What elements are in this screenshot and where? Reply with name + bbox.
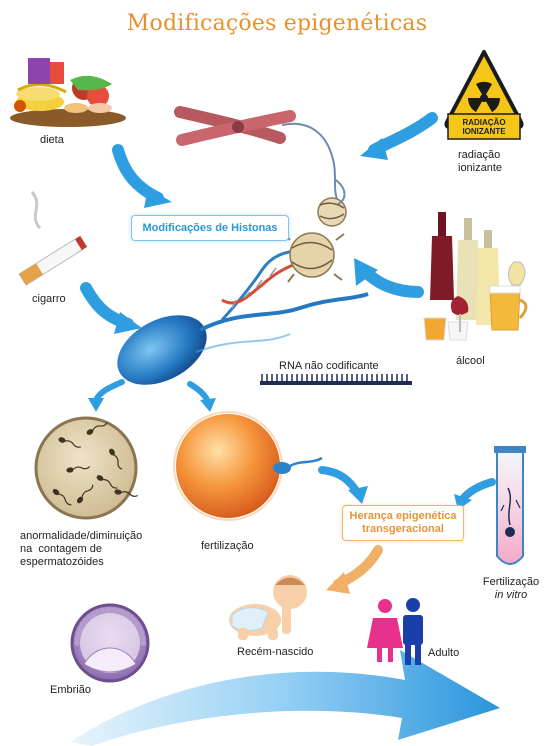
sperm-abnormality-line1: anormalidade/diminuição bbox=[20, 530, 143, 542]
transgenerational-inheritance-box: Herança epigenética transgeracional bbox=[342, 505, 464, 541]
embryo-label: Embrião bbox=[50, 684, 91, 696]
sperm-abnormality-line2: na contagem de bbox=[20, 543, 102, 555]
adult-figures-illustration bbox=[367, 598, 423, 665]
sperm-abnormality-label: anormalidade/diminuição na contagem de e… bbox=[20, 530, 142, 569]
baby-illustration bbox=[229, 575, 307, 640]
egg-cell-illustration bbox=[173, 411, 323, 521]
petri-dish-illustration bbox=[34, 416, 138, 520]
noncoding-rna-label: RNA não codificante bbox=[279, 360, 379, 372]
sperm-abnormality-line3: espermatozóides bbox=[20, 556, 104, 568]
radiation-label-line2: ionizante bbox=[458, 162, 503, 174]
radiation-sign-label: RADIAÇÃO IONIZANTE bbox=[449, 118, 519, 136]
central-sperm-illustration bbox=[117, 292, 369, 385]
chromosome-illustration bbox=[174, 106, 341, 206]
diet-label: dieta bbox=[40, 134, 64, 146]
alcohol-bottles-illustration bbox=[423, 212, 528, 341]
radiation-warning-sign bbox=[444, 50, 524, 140]
inheritance-line2: transgeracional bbox=[362, 523, 444, 535]
fertilization-label: fertilização bbox=[201, 540, 254, 552]
orange-arrow bbox=[326, 545, 383, 594]
ivf-label-line1: Fertilização bbox=[482, 576, 540, 588]
test-tube-illustration bbox=[494, 446, 526, 565]
ivf-label-line2: in vitro bbox=[494, 589, 528, 601]
radiation-sign-line1: RADIAÇÃO bbox=[462, 118, 506, 127]
inheritance-line1: Herança epigenética bbox=[349, 510, 457, 522]
cigarette-label: cigarro bbox=[32, 293, 66, 305]
newborn-label: Recém-nascido bbox=[237, 646, 314, 658]
ivf-label: Fertilização in vitro bbox=[478, 576, 544, 602]
diet-food-illustration bbox=[10, 58, 126, 127]
cigarette-illustration bbox=[18, 191, 88, 286]
radiation-sign-line2: IONIZANTE bbox=[462, 127, 506, 136]
radiation-label-line1: radiação bbox=[458, 149, 501, 161]
embryo-illustration bbox=[70, 603, 150, 683]
adult-label: Adulto bbox=[428, 647, 460, 659]
rna-strand-illustration bbox=[260, 374, 412, 385]
flow-arrows bbox=[80, 112, 496, 510]
development-arrow bbox=[70, 650, 500, 746]
alcohol-label: álcool bbox=[456, 355, 485, 367]
radiation-label: radiação ionizante bbox=[458, 149, 502, 175]
histone-modifications-box: Modificações de Histonas bbox=[131, 215, 289, 241]
dna-helix-illustration bbox=[220, 179, 347, 322]
page-title: Modificações epigenéticas bbox=[126, 11, 428, 36]
